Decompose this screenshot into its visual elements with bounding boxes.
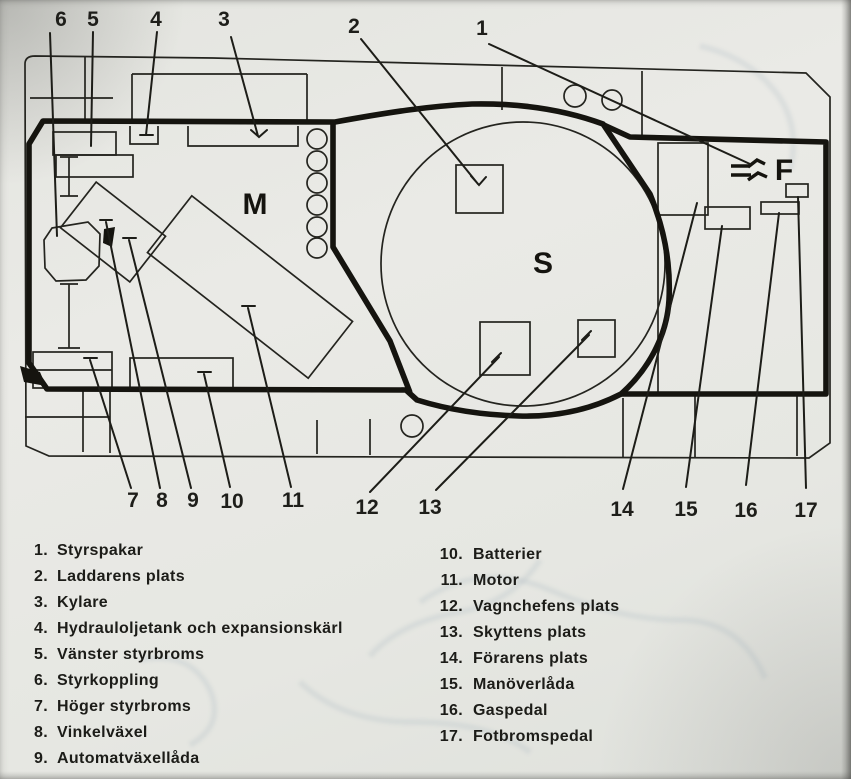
legend-label: Laddarens plats [57,568,185,585]
legend-label: Gaspedal [473,702,548,719]
legend-label: Vinkelväxel [57,724,148,741]
legend-label: Automatväxellåda [57,750,200,767]
callout-10: 10 [220,490,243,513]
hatch-circle [563,84,587,108]
crew-position-boxes [400,84,623,438]
driver-seat-box [657,142,709,216]
legend-label: Höger styrbroms [57,698,192,715]
commander-position-box [479,321,531,376]
control-box [704,206,751,230]
callout-16: 16 [734,499,757,522]
legend-item: 16. Gaspedal [420,698,619,724]
legend-label: Förarens plats [473,650,589,667]
hatch-circle [400,414,424,438]
callout-14: 14 [610,498,634,521]
legend-item: 3. Kylare [16,590,343,616]
legend-number: 2. [33,568,48,585]
legend-item: 13. Skyttens plats [420,620,619,646]
ink-details [20,227,115,386]
zone-letter-turret: S [533,247,553,280]
callout-15: 15 [674,498,698,521]
callout-12: 12 [355,496,378,519]
motor-box [146,194,354,380]
callout-6: 6 [55,8,67,31]
legend-item: 4. Hydrauloljetank och expansionskärl [16,616,343,642]
legend-number: 10. [439,546,463,563]
legend-number: 9. [33,750,48,767]
zone-letter-driver: F [775,154,793,187]
legend-number: 7. [33,698,48,715]
legend-number: 17. [439,728,463,745]
legend-number: 11. [440,572,463,589]
legend-item: 11. Motor [420,568,619,594]
callout-5: 5 [87,8,99,31]
callout-9: 9 [187,489,199,512]
legend-item: 14. Förarens plats [420,646,619,672]
bleed-through-marks [139,43,797,755]
hatch-circle [601,89,623,111]
legend-column-left: 1.Styrspakar 2.Laddarens plats 3.Kylare … [16,538,343,772]
legend-label: Hydrauloljetank och expansionskärl [57,620,343,637]
loader-position-box [455,164,504,214]
gunner-position-box [577,319,616,358]
legend-label: Kylare [57,594,109,611]
callout-3: 3 [218,8,230,31]
callout-1: 1 [476,17,488,40]
legend-label: Vagnchefens plats [473,598,620,615]
legend-label: Styrspakar [57,542,144,559]
callout-numbers: 6 5 4 3 2 1 7 8 9 10 11 12 13 14 15 16 1… [55,8,818,522]
legend-item: 1. Styrspakar [16,538,343,564]
zone-letter-engine: M [243,188,268,221]
legend-number: 14. [439,650,463,667]
legend-number: 15. [439,676,463,693]
legend-item: 7. Höger styrbroms [16,694,343,720]
engine-compartment-components [32,126,354,389]
legend-number: 13. [439,624,463,641]
legend-number: 6. [33,672,48,689]
legend-label: Fotbromspedal [473,728,594,745]
callout-11: 11 [282,489,305,512]
legend-label: Batterier [473,546,542,563]
legend-label: Manöverlåda [473,676,575,693]
legend-label: Skyttens plats [473,624,587,641]
legend-item: 10. Batterier [420,542,619,568]
legend-number: 12. [439,598,463,615]
gas-pedal-box [760,201,800,215]
zone-letters: M S F [243,154,794,280]
callout-17: 17 [794,499,817,522]
legend-item: 6. Styrkoppling [16,668,343,694]
legend-item: 9. Automatväxellåda [16,746,343,772]
legend-item: 2. Laddarens plats [16,564,343,590]
legend-number: 1. [33,542,48,559]
legend-item: 8. Vinkelväxel [16,720,343,746]
legend-number: 4. [33,620,48,637]
leader-lines [49,31,807,493]
callout-13: 13 [418,496,441,519]
callout-7: 7 [127,489,139,512]
legend-item: 15. Manöverlåda [420,672,619,698]
legend-label: Styrkoppling [57,672,159,689]
legend-item: 17. Fotbromspedal [420,724,619,750]
legend-label: Motor [473,572,520,589]
steering-levers-icon [731,158,768,182]
legend-label: Vänster styrbroms [57,646,205,663]
legend-item: 12. Vagnchefens plats [420,594,619,620]
legend-number: 8. [33,724,48,741]
compartment-boundaries [26,101,829,419]
legend-number: 3. [33,594,48,611]
callout-4: 4 [150,8,162,31]
legend-number: 16. [439,702,463,719]
hull-outline [24,55,831,459]
turret-ring-circle [380,121,666,407]
gearbox-box [59,180,167,284]
legend-item: 5. Vänster styrbroms [16,642,343,668]
callout-2: 2 [348,15,360,38]
legend-column-right: 10. Batterier 11. Motor 12. Vagnchefens pla… [420,542,619,750]
callout-8: 8 [156,489,168,512]
legend-number: 5. [33,646,48,663]
